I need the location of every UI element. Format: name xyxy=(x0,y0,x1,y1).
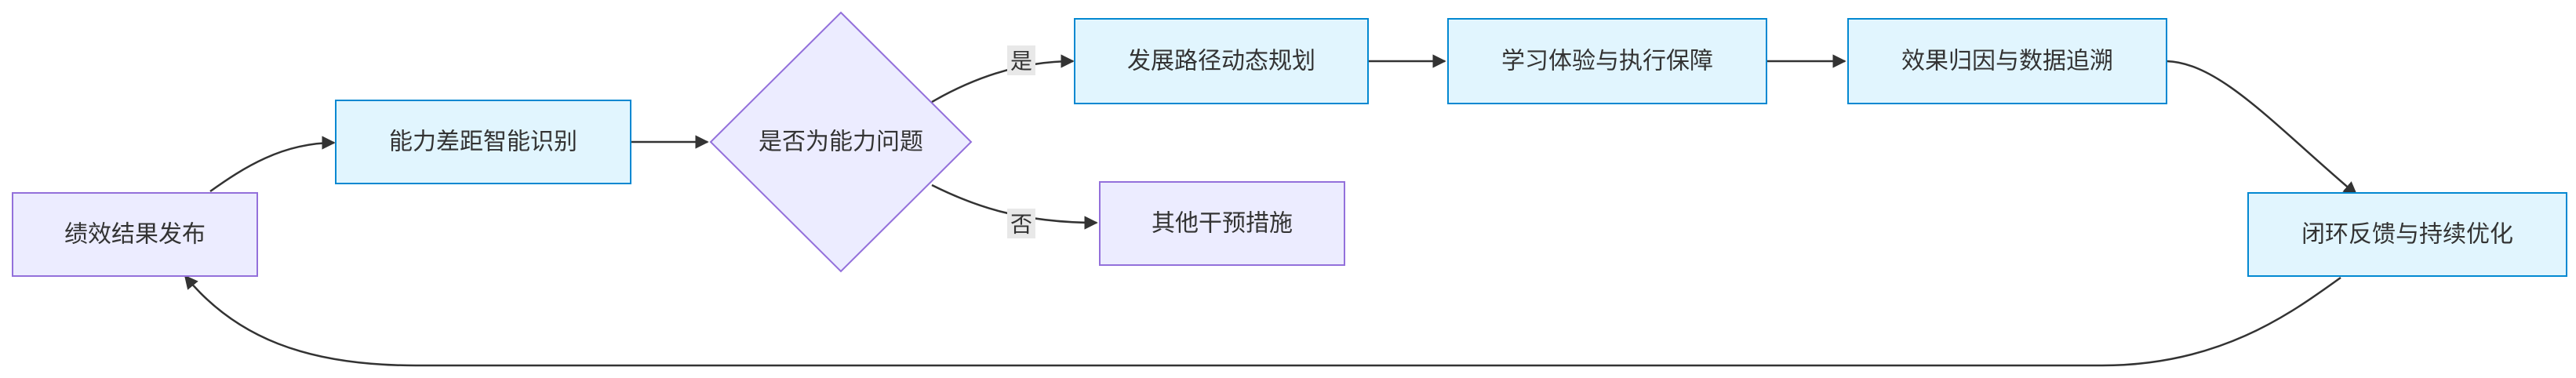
node-performance-publish-label: 绩效结果发布 xyxy=(64,221,206,249)
node-path-planning: 发展路径动态规划 xyxy=(1074,18,1369,104)
edge-decision-yes xyxy=(931,54,1075,104)
node-closed-loop-feedback: 闭环反馈与持续优化 xyxy=(2247,192,2567,277)
edge-label-no: 否 xyxy=(1007,209,1035,238)
node-other-interventions: 其他干预措施 xyxy=(1099,181,1345,266)
node-effect-attribution: 效果归因与数据追溯 xyxy=(1847,18,2167,104)
node-closed-loop-feedback-label: 闭环反馈与持续优化 xyxy=(2301,221,2513,249)
node-learning-experience-label: 学习体验与执行保障 xyxy=(1501,48,1713,75)
node-path-planning-label: 发展路径动态规划 xyxy=(1127,48,1315,75)
node-learning-experience: 学习体验与执行保障 xyxy=(1447,18,1767,104)
edge-decision-no xyxy=(931,184,1098,230)
node-decision-ability: 是否为能力问题 xyxy=(709,11,973,273)
node-gap-identification-label: 能力差距智能识别 xyxy=(389,129,577,156)
edge-label-no-text: 否 xyxy=(1010,212,1032,238)
edge-label-yes: 是 xyxy=(1007,45,1035,75)
edge-feedback-to-publish xyxy=(184,274,2341,367)
edge-attribution-to-feedback xyxy=(2166,60,2358,196)
node-decision-ability-label: 是否为能力问题 xyxy=(759,129,923,156)
node-gap-identification: 能力差距智能识别 xyxy=(335,100,631,184)
edge-label-yes-text: 是 xyxy=(1010,49,1032,75)
node-performance-publish: 绩效结果发布 xyxy=(12,192,258,277)
node-effect-attribution-label: 效果归因与数据追溯 xyxy=(1901,48,2113,75)
edge-publish-to-identify xyxy=(209,136,336,193)
edges xyxy=(184,54,2358,367)
node-other-interventions-label: 其他干预措施 xyxy=(1152,210,1293,238)
